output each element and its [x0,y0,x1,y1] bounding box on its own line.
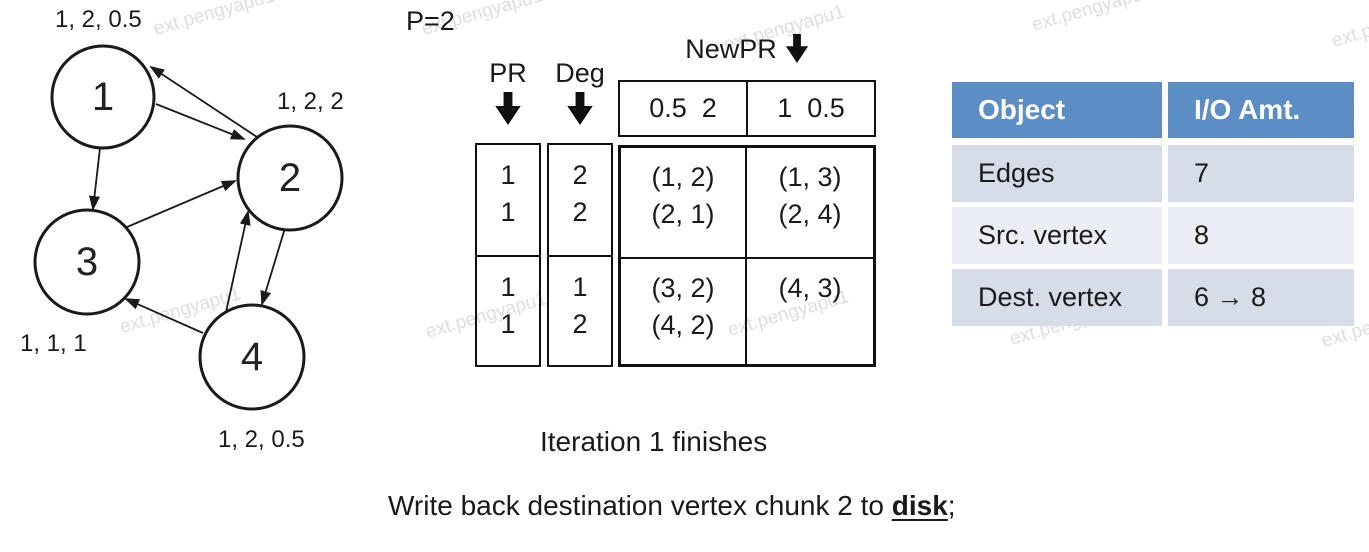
io-header-object: Object [952,82,1162,138]
io-table-row-src-vertex: Src. vertex 8 [952,207,1354,264]
edge-values-label-node1: 1, 2, 0.5 [55,6,142,33]
newpr-edge-grid: (1, 2) (2, 1) (1, 3) (2, 4) (3, 2) (4, 2… [618,145,876,367]
deg-label: Deg [555,58,605,88]
newpr-label: NewPR [685,34,777,64]
vertex-label-2: 2 [279,156,301,200]
writeback-caption: Write back destination vertex chunk 2 to… [388,490,956,522]
down-arrow-icon [567,92,593,125]
pr-value: 1 [500,271,516,302]
io-table-header-row: Object I/O Amt. [952,82,1354,138]
newpr-header-row: 0.5 2 1 0.5 [618,80,876,137]
pr-value: 1 [500,160,516,190]
edge-values-label-node4: 1, 2, 0.5 [218,426,305,453]
edge-values-label-node2: 1, 2, 2 [277,88,344,115]
pr-chunk1-cell: 1 1 [477,145,539,257]
down-arrow-icon [785,34,808,63]
pr-value: 1 [500,197,516,227]
io-table-row-edges: Edges 7 [952,145,1354,202]
edge-4-to-3 [124,298,204,334]
io-header-amount: I/O Amt. [1168,82,1354,138]
deg-chunk2-cell: 1 2 [549,257,611,365]
deg-value: 2 [572,308,588,339]
writeback-punctuation: ; [947,490,956,521]
edge-list-cell-r2c1: (3, 2) (4, 2) [621,259,747,364]
deg-value: 2 [572,160,588,190]
io-amount-cell: 7 [1168,145,1354,202]
vertex-label-4: 4 [241,335,263,379]
edge-values-label-node3: 1, 1, 1 [20,330,87,357]
edge-pair: (2, 1) [651,199,715,229]
newpr-header-cell: 0.5 2 [618,80,748,137]
deg-value: 2 [572,197,588,227]
edge-pair: (2, 4) [778,199,842,229]
pr-value: 1 [500,308,516,339]
watermark: ext.pengyapu1 [1329,0,1369,52]
edge-4-to-2 [225,210,251,313]
edge-pair: (4, 3) [778,273,842,303]
io-amount-cell: 8 [1168,207,1354,264]
edge-1-to-3 [89,147,101,211]
vertex-label-3: 3 [76,240,98,284]
edge-list-cell-r1c1: (1, 2) (2, 1) [621,148,747,259]
vertex-label-1: 1 [92,75,114,119]
pr-value-column: 1 1 1 1 [475,143,541,367]
io-table-row-dest-vertex: Dest. vertex 6 → 8 [952,269,1354,326]
edge-list-cell-r2c2: (4, 3) [747,259,873,364]
edge-pair: (4, 2) [651,310,715,340]
vertex-node-4 [198,303,306,411]
vertex-node-1 [50,44,156,150]
io-amount-table: Object I/O Amt. Edges 7 Src. vertex 8 De… [952,82,1354,331]
edge-pair: (1, 2) [651,162,715,192]
edge-3-to-2 [126,180,237,228]
edge-2-to-4 [260,227,286,306]
newpr-column-header: NewPR [618,34,876,65]
partition-count-label: P=2 [406,6,455,36]
deg-column-header: Deg [547,58,613,125]
edge-1-to-2 [155,103,246,140]
pr-column-header: PR [475,58,541,125]
newpr-header-cell: 1 0.5 [746,80,876,137]
deg-value: 1 [572,271,588,302]
pr-chunk2-cell: 1 1 [477,257,539,365]
io-object-cell: Edges [952,145,1162,202]
edge-2-to-1 [149,65,258,138]
graph-canvas: 1 2 3 4 [33,44,344,411]
writeback-text: Write back destination vertex chunk 2 to [388,490,892,521]
deg-chunk1-cell: 2 2 [549,145,611,257]
edge-list-cell-r1c2: (1, 3) (2, 4) [747,148,873,259]
deg-value-column: 2 2 1 2 [547,143,613,367]
writeback-disk-emphasis: disk [891,490,948,521]
iteration-status-caption: Iteration 1 finishes [540,426,768,457]
io-object-cell: Src. vertex [952,207,1162,264]
pr-label: PR [489,58,527,88]
io-object-cell: Dest. vertex [952,269,1162,326]
vertex-node-2 [236,124,344,232]
edge-pair: (3, 2) [651,273,715,303]
vertex-node-3 [33,208,141,316]
edge-pair: (1, 3) [778,162,842,192]
io-amount-cell: 6 → 8 [1168,269,1354,326]
down-arrow-icon [495,92,521,125]
watermark: ext.pengyapu1 [1029,0,1156,36]
